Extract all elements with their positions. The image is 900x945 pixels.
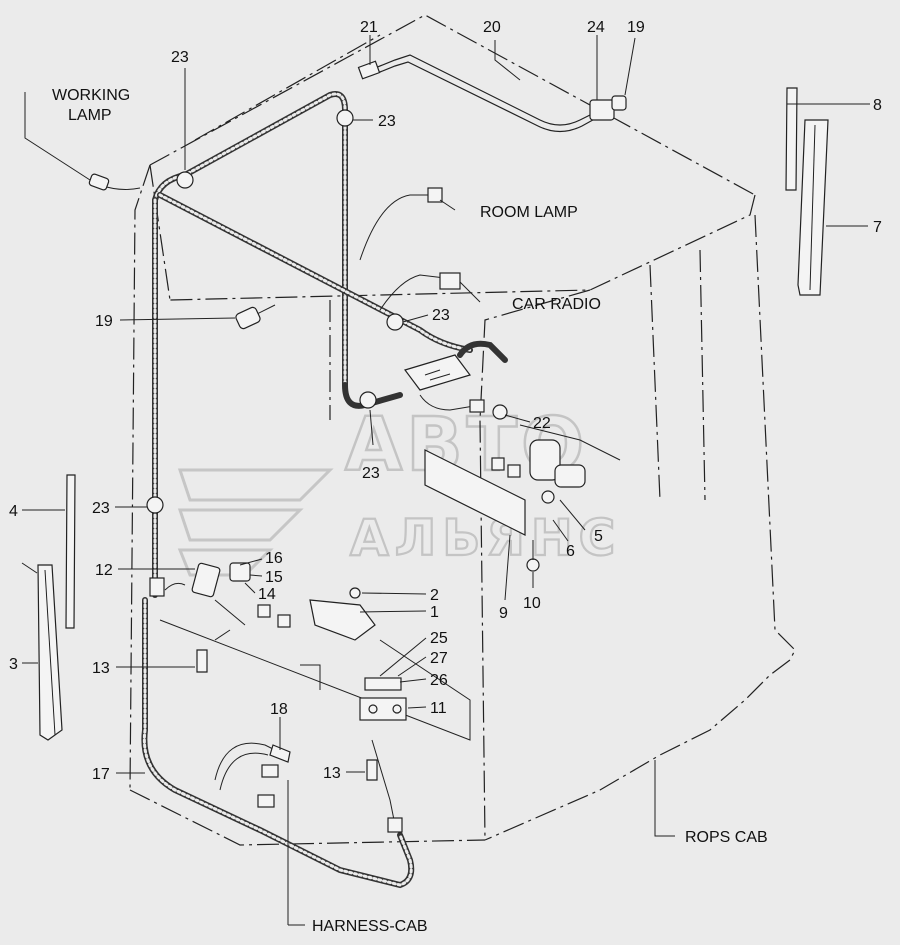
rops-cab-outline: [129, 14, 796, 846]
callout-17: 17: [92, 766, 110, 783]
callout-16: 16: [265, 550, 283, 567]
watermark: АВТО АЛЬЯНС: [177, 401, 621, 577]
callout-2: 2: [430, 587, 439, 604]
label-working-lamp-line2: LAMP: [68, 107, 112, 124]
clips-23: [146, 109, 508, 514]
callout-5: 5: [594, 528, 603, 545]
callout-20: 20: [483, 19, 501, 36]
callout-21: 21: [360, 19, 378, 36]
callout-15: 15: [265, 569, 283, 586]
callout-24: 24: [587, 19, 605, 36]
callout-10: 10: [523, 595, 541, 612]
wiper-left: [37, 474, 76, 741]
roof-cable-20: [357, 54, 627, 133]
callout-14: 14: [258, 586, 276, 603]
callout-8: 8: [873, 97, 882, 114]
label-room-lamp: ROOM LAMP: [480, 204, 578, 221]
name-labels: WORKING LAMP ROOM LAMP CAR RADIO ROPS CA…: [52, 87, 768, 935]
leader-lines: [21, 35, 870, 926]
callout-23-top: 23: [171, 49, 189, 66]
label-harness-cab: HARNESS-CAB: [312, 918, 428, 935]
watermark-line-2: АЛЬЯНС: [350, 509, 621, 567]
callout-23-mid: 23: [432, 307, 450, 324]
callout-22: 22: [533, 415, 551, 432]
callout-23-left: 23: [92, 500, 110, 517]
callout-12: 12: [95, 562, 113, 579]
callout-27: 27: [430, 650, 448, 667]
cab-harness: [141, 91, 508, 889]
label-rops-cab: ROPS CAB: [685, 829, 768, 846]
callout-19-top: 19: [627, 19, 645, 36]
callout-7: 7: [873, 219, 882, 236]
callout-1: 1: [430, 604, 439, 621]
wiper-right: [785, 87, 829, 296]
lamp-wires: [88, 173, 485, 413]
callout-26: 26: [430, 672, 448, 689]
callout-19-left: 19: [95, 313, 113, 330]
connector-plate: [404, 354, 471, 391]
callout-23-roof: 23: [378, 113, 396, 130]
callout-13-upper: 13: [92, 660, 110, 677]
label-car-radio: CAR RADIO: [512, 296, 601, 313]
wiper-motor-assembly: [424, 424, 621, 572]
lower-parts: [149, 562, 471, 833]
callout-13-lower: 13: [323, 765, 341, 782]
callout-9: 9: [499, 605, 508, 622]
label-working-lamp-line1: WORKING: [52, 87, 130, 104]
callout-3: 3: [9, 656, 18, 673]
callout-11: 11: [430, 700, 447, 717]
callout-numbers: 21 20 24 19 23 23 23 19 23 22 23 8 7 4 3…: [9, 19, 882, 783]
callout-4: 4: [9, 503, 18, 520]
callout-23-pillar: 23: [362, 465, 380, 482]
callout-6: 6: [566, 543, 575, 560]
callout-25: 25: [430, 630, 448, 647]
callout-18: 18: [270, 701, 288, 718]
